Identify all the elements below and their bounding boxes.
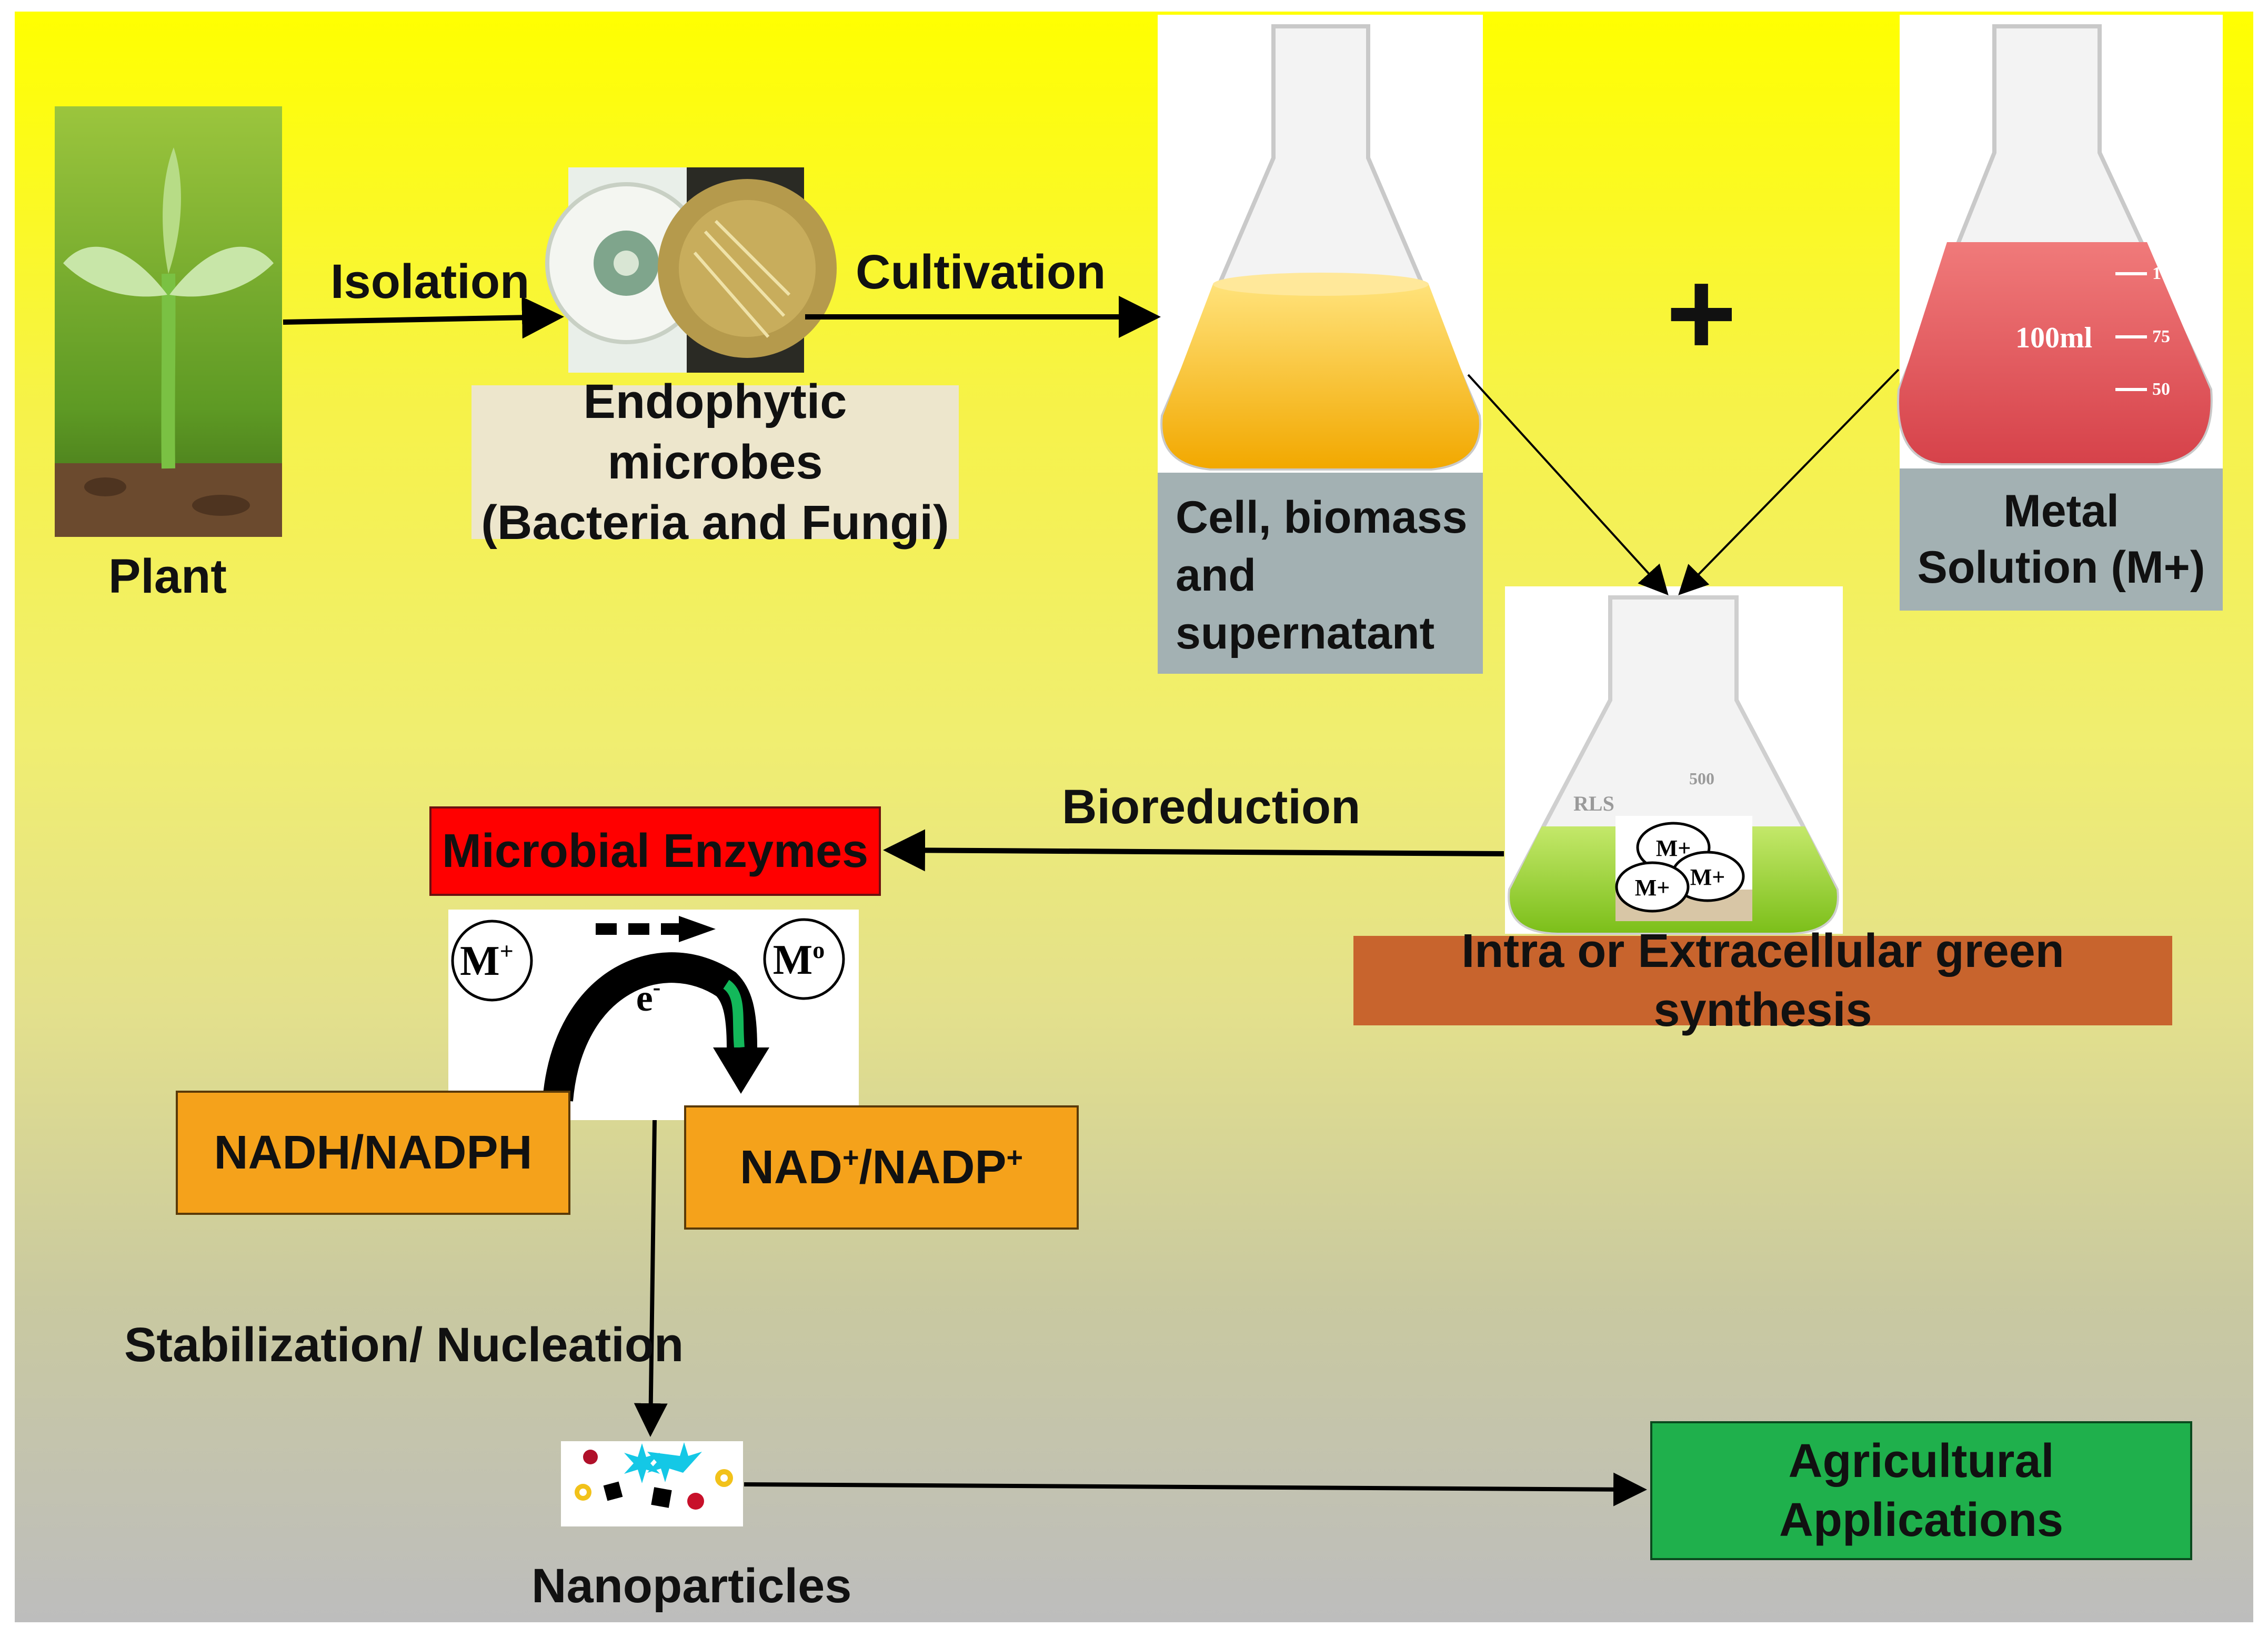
flask-merge-arrow-right bbox=[1678, 368, 1900, 595]
endophytic-microbes-label: Endophytic microbes (Bacteria and Fungi) bbox=[471, 375, 959, 550]
nad-nadp-box: NAD+/NADP+ bbox=[684, 1105, 1079, 1230]
plant-image bbox=[55, 106, 282, 537]
isolation-label: Isolation bbox=[330, 255, 530, 308]
flask-mark-50: 50 bbox=[2152, 380, 2170, 399]
nad-label: NAD+/NADP+ bbox=[739, 1141, 1023, 1194]
cell-biomass-label: Cell, biomass and supernatant bbox=[1158, 473, 1483, 674]
ion-label: M+ bbox=[1690, 864, 1725, 890]
nadh-nadph-box: NADH/NADPH bbox=[176, 1091, 570, 1215]
green-synthesis-box: Intra or Extracellular green synthesis bbox=[1353, 925, 2172, 1036]
metal-solution-label: Metal Solution (M+) bbox=[1900, 468, 2223, 611]
flask-merge-arrow-left bbox=[1467, 374, 1669, 595]
flask-mark-75: 75 bbox=[2152, 327, 2170, 346]
nanoparticles-image bbox=[561, 1441, 743, 1526]
flask-mark-rls: RLS bbox=[1573, 792, 1614, 815]
applications-arrow bbox=[744, 1472, 1647, 1506]
red-flask-image: 100ml 100 75 50 bbox=[1897, 15, 2223, 468]
bioreduction-arrow bbox=[883, 829, 1504, 872]
agricultural-applications-box: Agricultural Applications bbox=[1650, 1421, 2192, 1560]
flask-mark-100ml: 100ml bbox=[2015, 322, 2092, 354]
bioreduction-label: Bioreduction bbox=[1062, 780, 1361, 834]
flask-mark-500: 500 bbox=[1689, 769, 1714, 788]
petri-dish-image bbox=[545, 167, 837, 373]
green-flask-image: RLS 500 M+ M+ M+ bbox=[1505, 586, 1843, 935]
plus-sign: + bbox=[1666, 245, 1737, 381]
ion-label: M+ bbox=[1635, 875, 1670, 901]
ion-label: M+ bbox=[1656, 835, 1691, 861]
isolation-arrow bbox=[283, 296, 564, 339]
cultivation-label: Cultivation bbox=[856, 245, 1106, 299]
gradient-background bbox=[15, 12, 2253, 1622]
flask-mark-100: 100 bbox=[2152, 264, 2179, 283]
stabilization-arrow bbox=[634, 1120, 668, 1437]
stabilization-label: Stabilization/ Nucleation bbox=[124, 1318, 684, 1372]
m-plus-label: M+ bbox=[460, 937, 514, 984]
m-zero-label: Mo bbox=[773, 936, 825, 983]
reaction-panel: M+ Mo e- bbox=[448, 910, 859, 1120]
yellow-flask-image bbox=[1158, 15, 1483, 474]
microbial-enzymes-box: Microbial Enzymes bbox=[429, 806, 881, 896]
nanoparticles-label: Nanoparticles bbox=[531, 1559, 852, 1613]
plant-label: Plant bbox=[108, 550, 227, 603]
